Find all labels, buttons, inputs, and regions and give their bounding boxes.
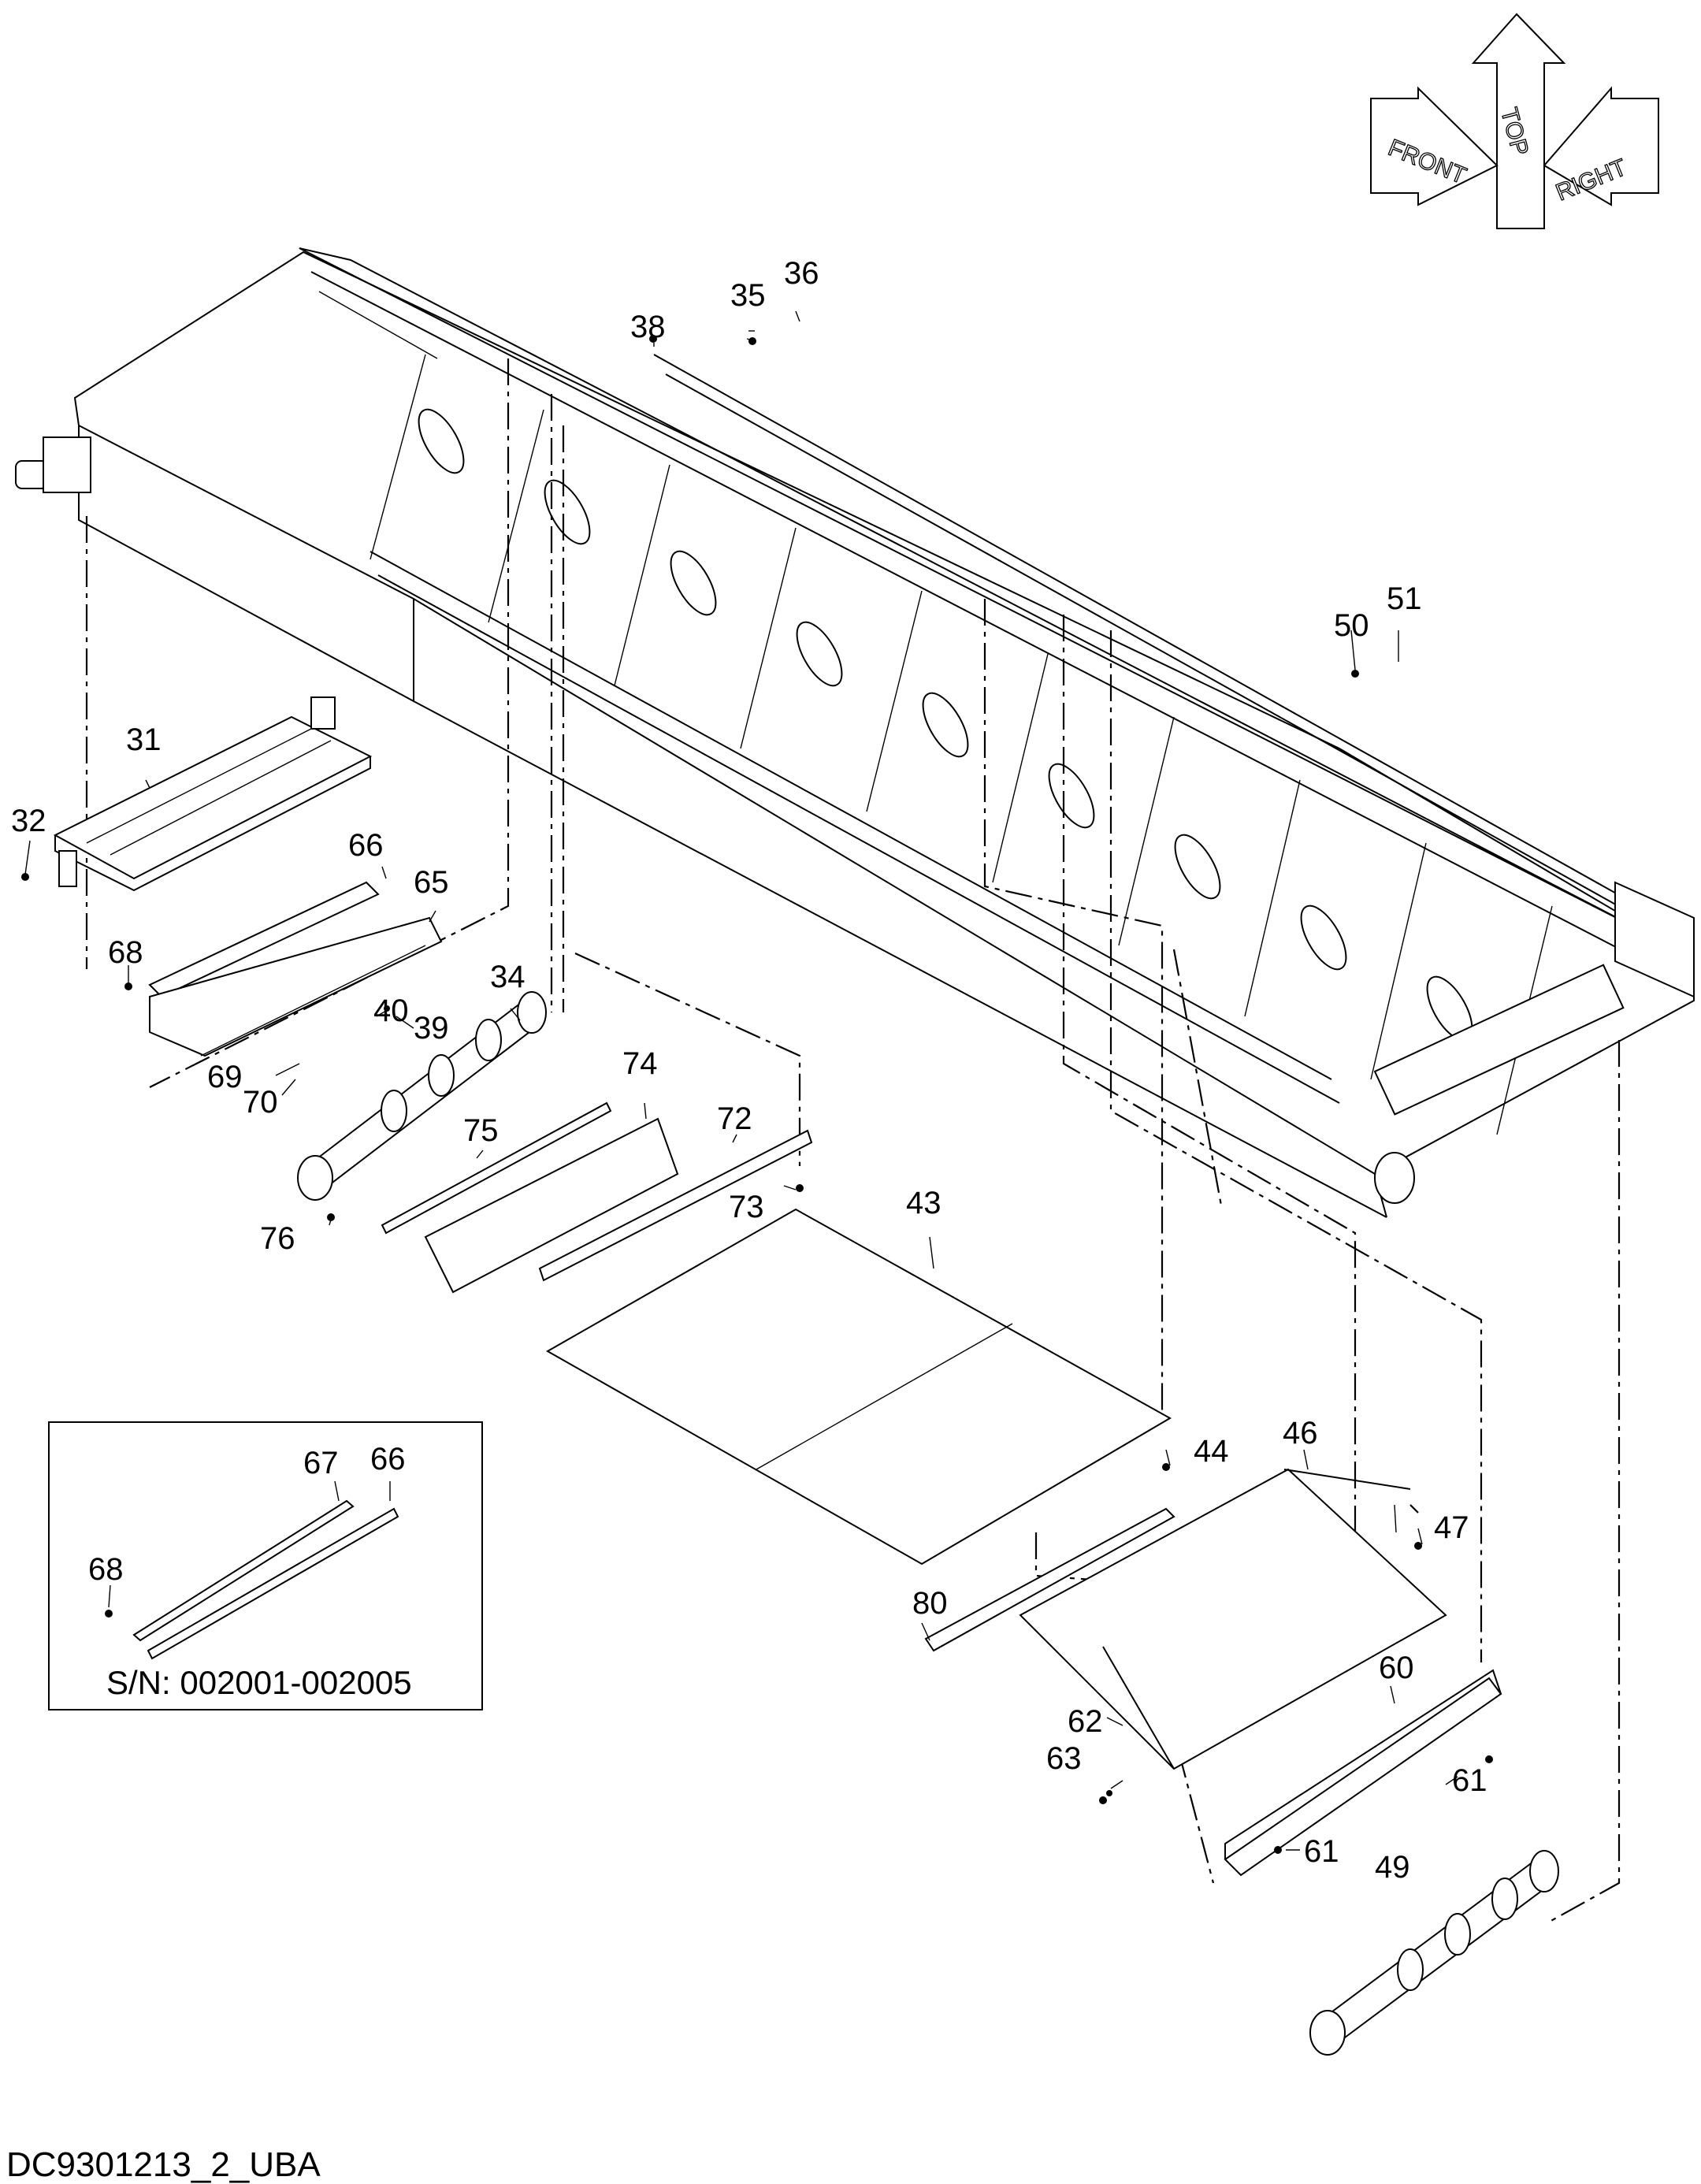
callout-74: 74 xyxy=(622,1046,658,1081)
inset-callout-68: 68 xyxy=(88,1552,124,1587)
callout-34: 34 xyxy=(490,960,526,994)
callout-63: 63 xyxy=(1046,1741,1082,1776)
callout-76: 76 xyxy=(260,1221,295,1256)
callout-61-lower: 61 xyxy=(1304,1834,1339,1869)
callout-47: 47 xyxy=(1434,1510,1469,1545)
inset-callout-66: 66 xyxy=(370,1442,406,1476)
part-65-66-skirt xyxy=(148,881,443,1057)
callout-73: 73 xyxy=(729,1190,764,1224)
callout-40: 40 xyxy=(373,994,409,1028)
callout-66: 66 xyxy=(348,828,384,863)
callout-46: 46 xyxy=(1283,1416,1318,1450)
callout-70: 70 xyxy=(243,1085,278,1120)
part-34-return-roller xyxy=(297,991,547,1201)
callout-35: 35 xyxy=(730,278,766,313)
part-31-tray xyxy=(53,696,373,892)
callout-50: 50 xyxy=(1334,608,1369,643)
serial-inset: 67 66 68 S/N: 002001-002005 xyxy=(48,1421,483,1710)
callout-69: 69 xyxy=(207,1060,243,1094)
callout-62: 62 xyxy=(1068,1704,1103,1739)
leader-lines xyxy=(24,310,1458,1851)
callout-32: 32 xyxy=(11,804,46,838)
part-43-cover-plate xyxy=(545,1208,1172,1566)
part-46-deflector xyxy=(1019,1468,1447,1770)
callout-80: 80 xyxy=(912,1586,948,1621)
callout-49: 49 xyxy=(1375,1850,1410,1885)
callout-61-upper: 61 xyxy=(1452,1763,1487,1798)
callout-72: 72 xyxy=(717,1101,752,1136)
serial-range-label: S/N: 002001-002005 xyxy=(106,1664,412,1701)
part-49-return-roller xyxy=(1309,1850,1559,2056)
callout-labels: 31 32 66 65 68 34 40 39 69 70 74 75 72 7… xyxy=(11,256,1487,1885)
fastener-dots xyxy=(21,335,1493,1854)
part-60-angle xyxy=(1224,1669,1502,1877)
callout-36: 36 xyxy=(784,256,819,291)
drawing-id: DC9301213_2_UBA xyxy=(6,2145,321,2184)
callout-31: 31 xyxy=(126,722,162,757)
callout-43: 43 xyxy=(906,1186,941,1220)
callout-38: 38 xyxy=(630,310,666,344)
callout-65: 65 xyxy=(414,865,449,900)
inset-callout-67: 67 xyxy=(303,1446,339,1480)
callout-60: 60 xyxy=(1379,1651,1414,1685)
callout-68: 68 xyxy=(108,935,143,970)
orientation-icon: FRONT TOP RIGHT xyxy=(1370,13,1659,229)
callout-75: 75 xyxy=(463,1113,499,1148)
callout-39: 39 xyxy=(414,1011,449,1046)
callout-51: 51 xyxy=(1387,581,1422,616)
part-80-strip xyxy=(924,1507,1175,1652)
callout-44: 44 xyxy=(1194,1434,1229,1469)
part-74-skirt-board xyxy=(381,1101,813,1294)
phantom-lines xyxy=(85,358,1621,1923)
